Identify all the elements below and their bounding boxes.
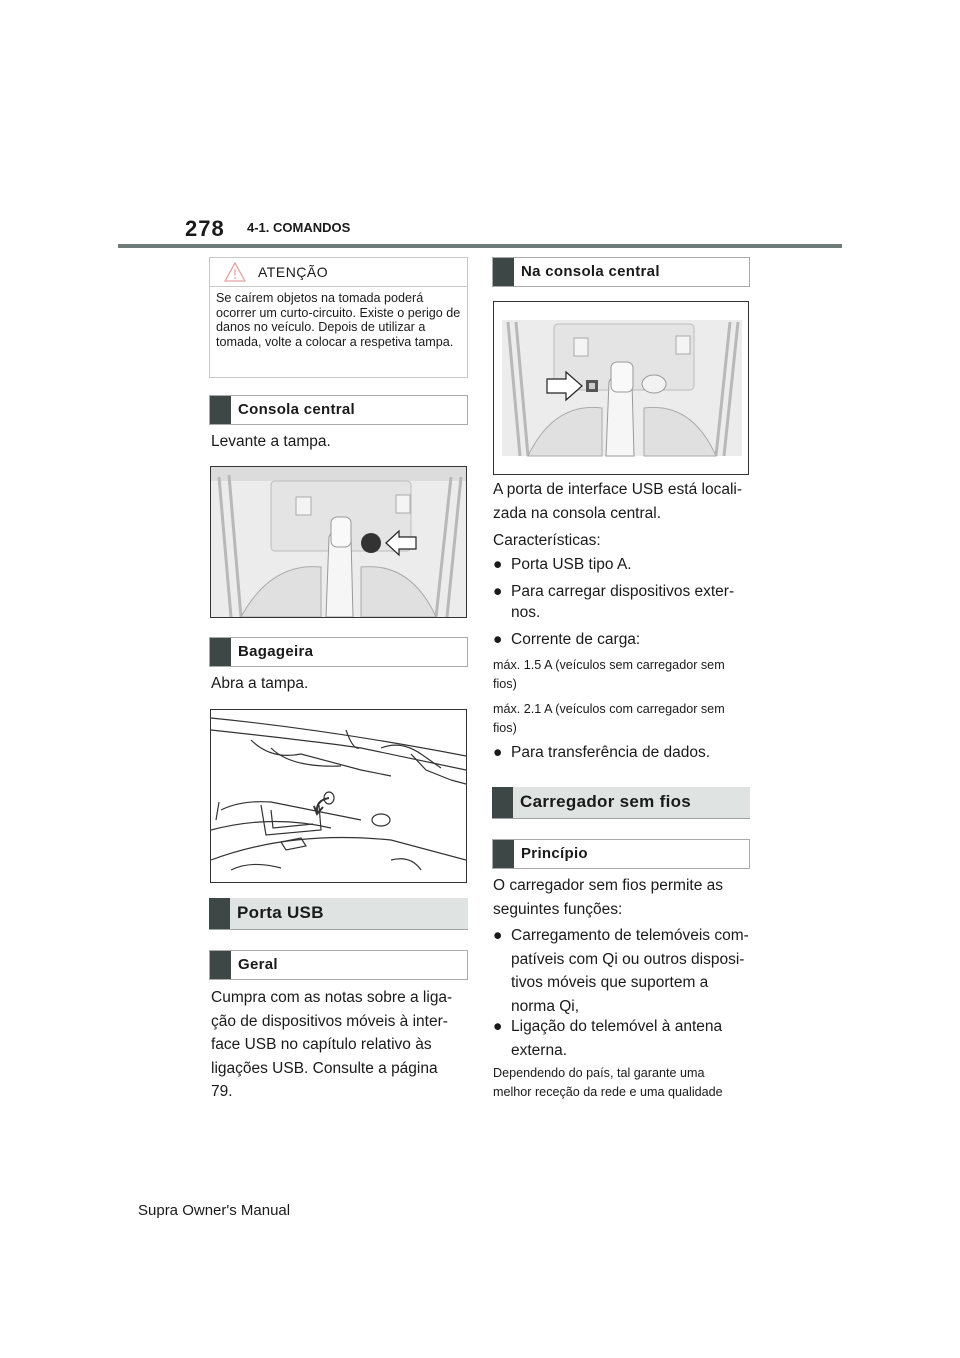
warning-box: ATENÇÃO Se caírem objetos na tomada pode… bbox=[209, 257, 468, 378]
current-spec-2: máx. 2.1 A (veículos com carregador sem … bbox=[493, 702, 725, 735]
header-rule bbox=[118, 244, 842, 248]
heading-text: Bagageira bbox=[238, 643, 314, 660]
console-cover-illustration bbox=[211, 467, 466, 617]
bullet-icon: ● bbox=[493, 1018, 503, 1035]
heading-text: Geral bbox=[238, 956, 278, 973]
figure-console-cover bbox=[210, 466, 467, 618]
heading-porta-usb: Porta USB bbox=[209, 898, 468, 930]
heading-geral: Geral bbox=[209, 950, 468, 980]
usb-port-illustration bbox=[494, 302, 748, 474]
instruction-text: Levante a tampa. bbox=[211, 433, 331, 450]
bullet-icon: ● bbox=[493, 556, 503, 573]
bullet-icon: ● bbox=[493, 631, 503, 648]
principio-note: Dependendo do país, tal garante uma melh… bbox=[493, 1066, 723, 1099]
usb-location-paragraph: A porta de interface USB está locali- za… bbox=[493, 481, 742, 522]
heading-principio: Princípio bbox=[492, 839, 750, 869]
heading-text: Consola central bbox=[238, 401, 356, 418]
heading-text: Na consola central bbox=[521, 263, 660, 280]
warning-header: ATENÇÃO bbox=[210, 258, 467, 287]
section-title: 4-1. COMANDOS bbox=[247, 220, 351, 235]
heading-bagageira: Bagageira bbox=[209, 637, 468, 667]
principio-intro: O carregador sem fios permite as seguint… bbox=[493, 877, 724, 918]
bullet-icon: ● bbox=[493, 927, 503, 944]
heading-consola-central: Consola central bbox=[209, 395, 468, 425]
heading-carregador-sem-fios: Carregador sem fios bbox=[492, 787, 750, 819]
warning-title: ATENÇÃO bbox=[258, 264, 329, 280]
heading-text: Porta USB bbox=[237, 903, 324, 922]
figure-usb-port bbox=[493, 301, 749, 475]
list-item-continuation: nos. bbox=[511, 604, 541, 621]
footer-manual-title: Supra Owner's Manual bbox=[138, 1202, 291, 1219]
bullet-icon: ● bbox=[493, 744, 503, 761]
instruction-text: Abra a tampa. bbox=[211, 675, 309, 692]
heading-na-consola-central: Na consola central bbox=[492, 257, 750, 287]
geral-paragraph: Cumpra com as notas sobre a liga- ção de… bbox=[211, 989, 453, 1100]
page-number: 278 bbox=[185, 216, 225, 241]
current-spec-1: máx. 1.5 A (veículos sem carregador sem … bbox=[493, 658, 725, 691]
heading-text: Carregador sem fios bbox=[520, 792, 692, 811]
features-label: Características: bbox=[493, 532, 601, 549]
heading-text: Princípio bbox=[521, 845, 588, 862]
trunk-illustration bbox=[211, 717, 466, 871]
warning-text: Se caírem objetos na tomada poderá ocorr… bbox=[216, 291, 461, 349]
figure-trunk-socket bbox=[210, 709, 467, 883]
bullet-icon: ● bbox=[493, 583, 503, 600]
warning-triangle-icon bbox=[224, 262, 246, 282]
